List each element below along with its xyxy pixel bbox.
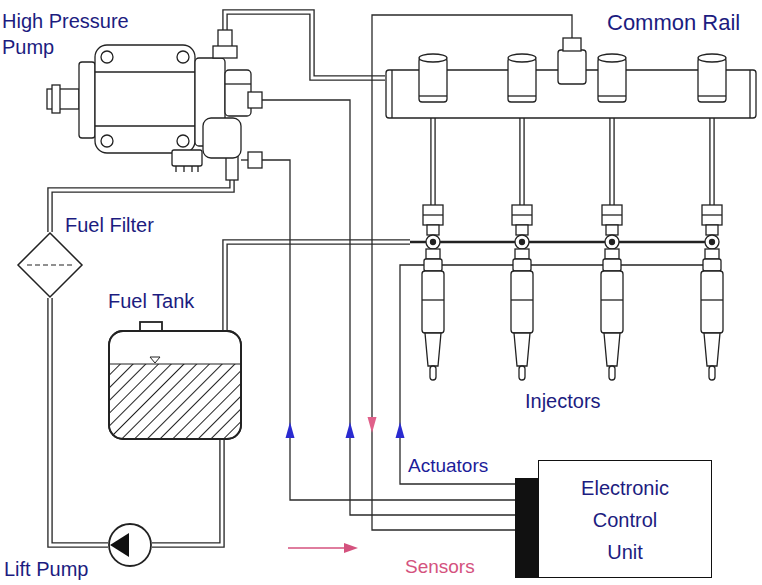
arrowhead bbox=[286, 422, 295, 438]
filter-symbol: Fuel Filter bbox=[17, 232, 83, 298]
pump-illustration: High Pressure Pump bbox=[45, 30, 262, 180]
fuel-pipe-bore bbox=[433, 118, 712, 205]
part-label: Common Rail bbox=[607, 10, 740, 35]
fuel-pipe-bore bbox=[225, 242, 410, 330]
injector-illustration-art bbox=[410, 205, 740, 382]
tank-illustration-drawing bbox=[109, 322, 241, 439]
fuel-pipe-wall bbox=[225, 242, 410, 330]
filter-symbol-drawing bbox=[18, 233, 82, 297]
signal-group-label-holder: Sensors bbox=[405, 556, 475, 578]
fuel-line bbox=[152, 440, 222, 545]
filter-symbol-art bbox=[17, 232, 83, 298]
wire-line bbox=[262, 100, 515, 515]
connector-bar bbox=[515, 478, 538, 578]
unit-name: Electronic Control Unit bbox=[575, 472, 675, 568]
part-label: Fuel Tank bbox=[108, 290, 194, 313]
rail-illustration-drawing bbox=[386, 38, 756, 118]
pump-symbol: Lift Pump bbox=[108, 523, 152, 567]
signal-group-label-holder: Actuators bbox=[408, 455, 488, 477]
fuel-pipe-wall bbox=[152, 440, 222, 545]
part-label: Lift Pump bbox=[4, 558, 88, 580]
wire-line bbox=[400, 265, 515, 484]
pump-symbol-art bbox=[108, 523, 152, 567]
signal-group-label: Actuators bbox=[408, 455, 488, 477]
fuel-pipe-bore bbox=[50, 298, 108, 545]
fuel-line bbox=[433, 118, 712, 205]
pump-illustration-art bbox=[45, 30, 262, 180]
signal-wire bbox=[396, 265, 516, 484]
signal-wire bbox=[262, 100, 515, 515]
arrowhead bbox=[368, 417, 377, 433]
tank-illustration-art bbox=[108, 330, 242, 440]
injector-illustration-drawing bbox=[410, 205, 723, 380]
fuel-pipe-bore bbox=[152, 440, 222, 545]
fuel-pipe-wall bbox=[225, 12, 385, 78]
wire-line bbox=[262, 160, 515, 500]
fuel-line bbox=[225, 12, 385, 78]
fuel-pipe-wall bbox=[433, 118, 712, 205]
sensor-arrow-shaft bbox=[288, 547, 346, 549]
part-label: Fuel Filter bbox=[65, 214, 154, 237]
sensor-input-arrow bbox=[288, 543, 358, 553]
part-label: Injectors bbox=[525, 390, 601, 413]
rail-illustration: Common Rail bbox=[385, 38, 758, 118]
sensor-arrow-head bbox=[344, 543, 358, 553]
arrowhead bbox=[396, 422, 405, 438]
part-label: High Pressure Pump bbox=[2, 8, 152, 60]
fuel-line bbox=[225, 242, 410, 330]
pump-illustration-drawing bbox=[47, 30, 262, 180]
signal-wire bbox=[262, 160, 515, 500]
rail-illustration-art bbox=[385, 38, 758, 118]
control-unit-box: Electronic Control Unit bbox=[515, 460, 712, 578]
fuel-line bbox=[50, 298, 108, 545]
injector-illustration: Injectors bbox=[410, 205, 740, 382]
signal-group-label: Sensors bbox=[405, 556, 475, 578]
arrowhead bbox=[346, 422, 355, 438]
fuel-pipe-bore bbox=[225, 12, 385, 78]
fuel-pipe-wall bbox=[50, 298, 108, 545]
pump-symbol-drawing bbox=[109, 524, 151, 566]
tank-illustration: Fuel Tank bbox=[108, 330, 242, 440]
